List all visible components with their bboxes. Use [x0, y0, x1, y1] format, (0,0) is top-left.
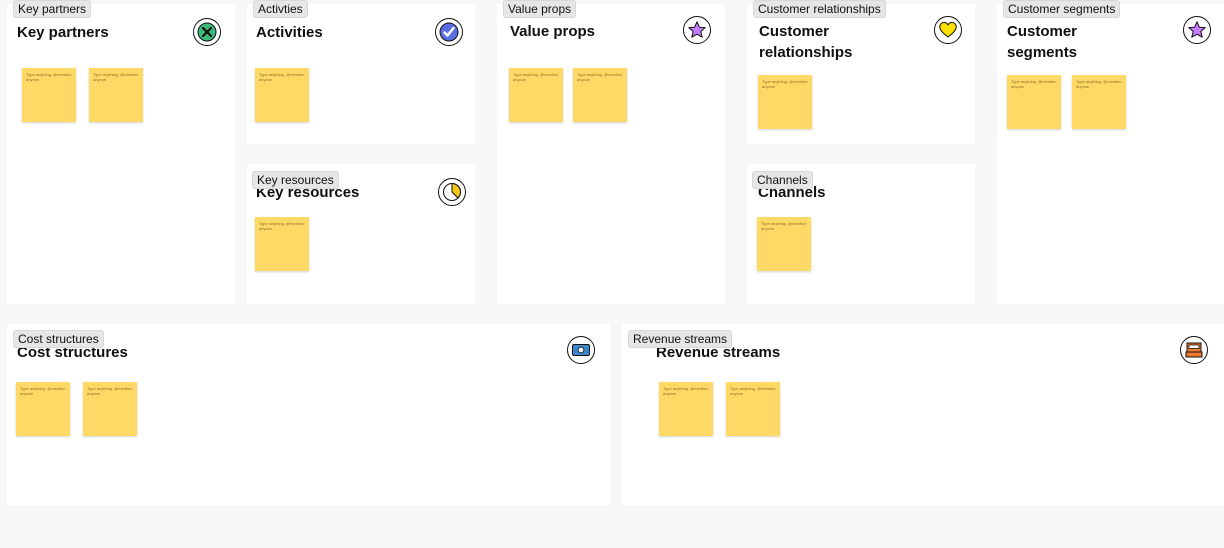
sticky-note[interactable]: Type anything, @mention anyone	[758, 75, 812, 129]
sticky-note[interactable]: Type anything, @mention anyone	[757, 217, 811, 271]
key-partners-title: Key partners	[17, 24, 109, 41]
star-icon	[1183, 16, 1211, 44]
channels-section[interactable]: Channels Channels Type anything, @mentio…	[747, 164, 975, 304]
key-resources-tag: Key resources	[252, 171, 339, 189]
customer-segments-section[interactable]: Customer segments Customer segments Type…	[997, 0, 1224, 304]
sticky-note[interactable]: Type anything, @mention anyone	[16, 382, 70, 436]
sticky-note[interactable]: Type anything, @mention anyone	[726, 382, 780, 436]
customer-segments-title: Customer segments	[1007, 23, 1078, 61]
register-icon	[1180, 336, 1208, 364]
revenue-streams-title: Revenue streams	[656, 344, 781, 361]
sticky-note[interactable]: Type anything, @mention anyone	[1072, 75, 1126, 129]
sticky-note[interactable]: Type anything, @mention anyone	[509, 68, 563, 122]
star-icon	[683, 16, 711, 44]
key-partners-tag: Key partners	[13, 0, 92, 18]
heart-icon	[934, 16, 962, 44]
key-resources-section[interactable]: Key resources Key resources Type anythin…	[247, 164, 475, 304]
sticky-note[interactable]: Type anything, @mention anyone	[255, 68, 309, 122]
value-props-tag: Value props	[503, 0, 577, 18]
sticky-note[interactable]: Type anything, @mention anyone	[1007, 75, 1061, 129]
revenue-streams-section[interactable]: Revenue streams Revenue streams Type any…	[622, 324, 1224, 505]
check-icon	[435, 18, 463, 46]
activities-title: Activities	[256, 24, 323, 41]
cost-structures-tag: Cost structures	[13, 330, 104, 348]
customer-segments-tag: Customer segments	[1003, 0, 1121, 18]
channels-tag: Channels	[752, 171, 813, 189]
customer-relationships-tag: Customer relationships	[753, 0, 886, 18]
cost-structures-title: Cost structures	[17, 344, 128, 361]
x-icon	[193, 18, 221, 46]
sticky-note[interactable]: Type anything, @mention anyone	[89, 68, 143, 122]
activities-section[interactable]: Activties Activities Type anything, @men…	[247, 0, 475, 144]
customer-relationships-section[interactable]: Customer relationships Customer relation…	[747, 0, 975, 144]
activities-tag: Activties	[253, 0, 308, 18]
value-props-section[interactable]: Value props Value props Type anything, @…	[497, 0, 725, 304]
sticky-note[interactable]: Type anything, @mention anyone	[22, 68, 76, 122]
sticky-note[interactable]: Type anything, @mention anyone	[83, 382, 137, 436]
customer-relationships-title: Customer relationships	[759, 23, 853, 61]
cost-structures-section[interactable]: Cost structures Cost structures Type any…	[7, 324, 610, 505]
key-partners-section[interactable]: Key partners Key partners Type anything,…	[7, 0, 235, 304]
sticky-note[interactable]: Type anything, @mention anyone	[255, 217, 309, 271]
money-icon	[567, 336, 595, 364]
revenue-streams-tag: Revenue streams	[628, 330, 733, 348]
sticky-note[interactable]: Type anything, @mention anyone	[573, 68, 627, 122]
sticky-note[interactable]: Type anything, @mention anyone	[659, 382, 713, 436]
value-props-title: Value props	[510, 23, 596, 40]
pie-icon	[438, 178, 466, 206]
